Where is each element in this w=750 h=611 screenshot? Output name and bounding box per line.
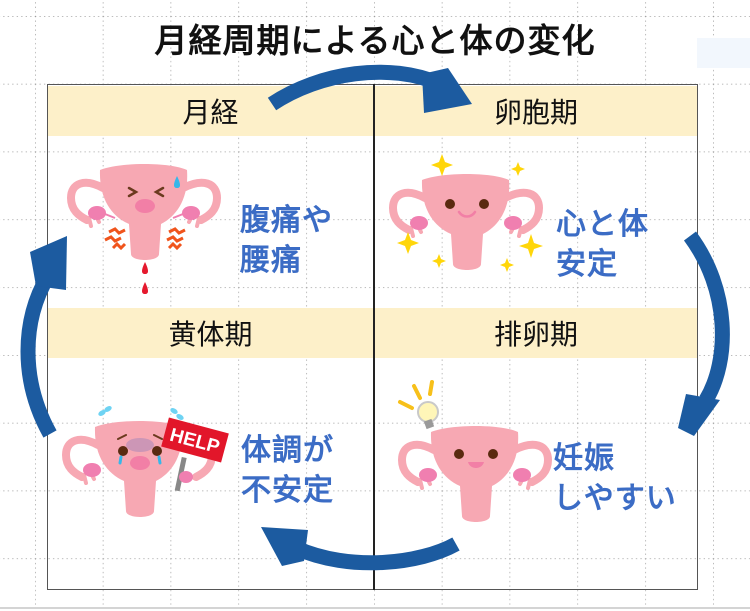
sweat-drops-icon [98,406,184,420]
eye-icon [488,449,498,459]
uterus-character-smiling [388,154,544,272]
eye-icon [445,199,455,209]
mouth-icon [135,199,155,213]
uterus-icon [388,174,544,270]
bottom-edge-line [0,607,750,609]
tears-icon [118,455,162,465]
arrowhead-icon [261,527,308,566]
open-smile-icon [468,462,484,468]
eye-icon [454,449,464,459]
arrowhead-icon [678,394,720,436]
description-line: 体調が [241,433,334,468]
squint-eye-icon [153,186,165,198]
quadrant-divider [373,84,375,590]
phase-description-ovulation: 妊娠 しやすい [553,439,677,519]
uterus-character-pained [66,164,222,294]
worried-brow-icon [117,434,163,440]
phase-header-menstruation: 月経 [48,86,373,136]
faint-overlay-box [697,38,750,68]
arrow-ovulation-to-luteal [292,537,460,571]
arrowhead-icon [30,236,67,290]
squint-eye-icon [127,186,139,198]
cycle-frame [47,84,698,590]
description-line: 不安定 [241,473,334,508]
pain-marks-icon [104,227,186,251]
eye-icon [152,446,162,456]
description-line: 妊娠 [553,441,615,476]
blood-drop-icon [142,262,148,274]
sweat-drop-icon [174,176,180,188]
eye-icon [118,446,128,456]
blood-drop-icon [142,282,148,294]
mouth-icon [130,456,150,470]
phase-description-follicular: 心と体 安定 [556,205,649,285]
phase-description-luteal: 体調が 不安定 [241,431,334,511]
arrowhead-icon [422,68,472,113]
arrow-follicular-to-ovulation [683,231,730,404]
lightbulb-icon [398,380,439,430]
uterus-icon [61,421,217,517]
description-line: 心と体 [556,207,649,242]
phase-header-ovulation: 排卵期 [375,308,697,358]
description-line: 腰痛 [240,243,302,278]
arrow-luteal-to-menstruation [20,272,57,438]
page-title: 月経周期による心と体の変化 [154,21,596,60]
sparkles-icon [397,154,543,272]
smile-icon [457,210,477,218]
uterus-character-crying: HELP [61,406,229,517]
phase-header-luteal: 黄体期 [48,308,373,358]
eye-icon [479,199,489,209]
uterus-icon [397,426,553,522]
description-line: しやすい [553,481,677,516]
description-line: 腹痛や [240,203,333,238]
description-line: 安定 [556,247,618,282]
uterus-character-happy [397,380,553,522]
phase-description-menstruation: 腹痛や 腰痛 [240,201,333,281]
arrow-menstruation-to-follicular [267,64,444,111]
